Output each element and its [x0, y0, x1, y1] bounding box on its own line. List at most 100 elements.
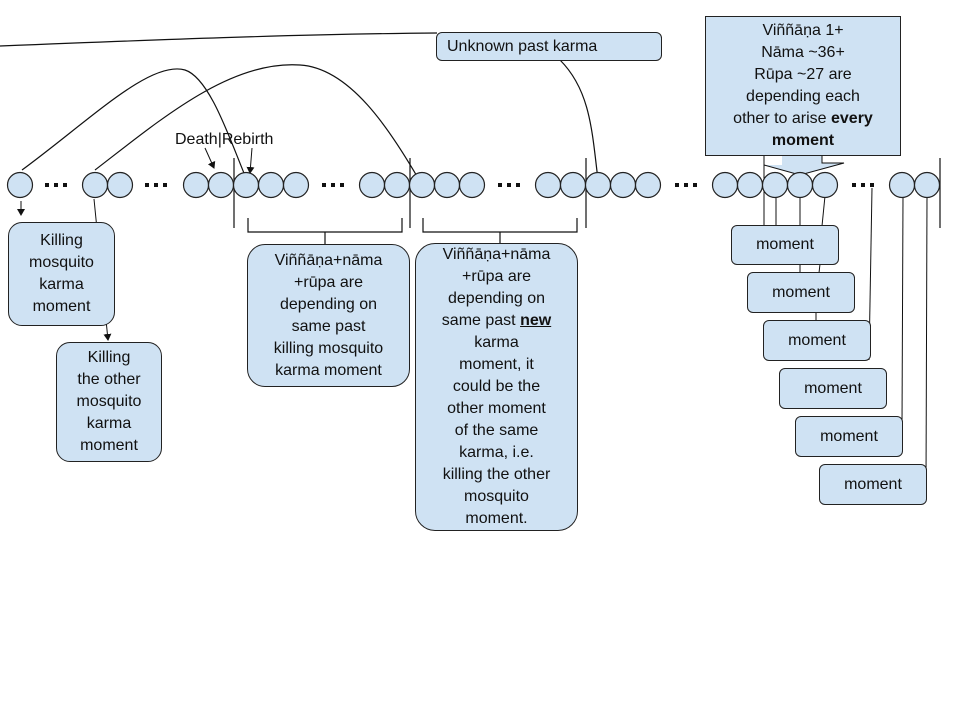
ellipsis-dot: [322, 183, 326, 187]
arc-karma-to-rebirth: [21, 68, 247, 179]
moment-box: moment: [779, 368, 887, 409]
ellipsis-dot: [852, 183, 856, 187]
callout-emphasis: moment: [771, 132, 835, 149]
moment-circle: [609, 171, 637, 199]
moment-circle: [433, 171, 461, 199]
unknown-past-karma-box: Unknown past karma: [436, 32, 662, 61]
box-line: moment: [32, 298, 91, 315]
moment-circle: [559, 171, 587, 199]
moment-circle: [584, 171, 612, 199]
ellipsis-dot: [861, 183, 865, 187]
moment-connector: [821, 195, 826, 227]
box-line: mosquito: [29, 254, 94, 271]
box-line: Viññāṇa+nāma: [442, 246, 551, 263]
same-past-karma-box: Viññāṇa+nāma +rūpa are depending on same…: [247, 244, 410, 387]
moment-label: moment: [788, 331, 846, 349]
moment-box: moment: [795, 416, 903, 457]
moment-circle: [408, 171, 436, 199]
ellipsis-dot: [507, 183, 511, 187]
callout-line: Viññāṇa 1+: [762, 22, 844, 39]
moment-circle: [786, 171, 814, 199]
ellipsis-dots: [145, 183, 167, 187]
box-line: depending on: [280, 295, 377, 313]
ellipsis-dot: [684, 183, 688, 187]
moment-circle: [711, 171, 739, 199]
moment-circle: [634, 171, 662, 199]
box-line: karma, i.e.: [459, 444, 534, 461]
ellipsis-dot: [675, 183, 679, 187]
ellipsis-dots: [498, 183, 520, 187]
moment-circle: [282, 171, 310, 199]
moment-circle: [6, 171, 34, 199]
box-line: same past: [291, 317, 366, 335]
ellipsis-dots: [45, 183, 67, 187]
box-line: karma: [86, 415, 132, 432]
connector-unknown-karma-left: [0, 32, 438, 47]
new-emphasis: new: [520, 312, 552, 329]
callout-tail: [764, 155, 844, 175]
box-line: other moment: [447, 400, 546, 417]
ellipsis-dot: [693, 183, 697, 187]
ellipsis-dot: [331, 183, 335, 187]
box-line-prefix: same past: [441, 312, 521, 329]
box-line: +rūpa are: [294, 273, 363, 291]
death-arrow: [204, 147, 216, 169]
ellipsis-dot: [54, 183, 58, 187]
moment-circle: [888, 171, 916, 199]
ellipsis-dot: [340, 183, 344, 187]
moment-circle: [811, 171, 839, 199]
death-rebirth-label: Death|Rebirth: [175, 131, 274, 148]
ellipsis-dot: [870, 183, 874, 187]
box-line: the other: [77, 371, 141, 388]
unknown-past-karma-text: Unknown past karma: [447, 37, 598, 55]
moment-connector: [901, 195, 904, 427]
ellipsis-dot: [145, 183, 149, 187]
moment-circle: [182, 171, 210, 199]
moment-box: moment: [731, 225, 839, 265]
callout-line: depending each: [746, 88, 860, 105]
moment-circle: [358, 171, 386, 199]
moment-connector: [818, 263, 821, 274]
box-line: Viññāṇa+nāma: [274, 251, 383, 269]
box-line: karma: [39, 276, 84, 293]
moment-label: moment: [844, 475, 902, 493]
arc-other-karma-to-next-life: [94, 64, 419, 179]
box-line: killing mosquito: [273, 339, 384, 357]
moment-box: moment: [747, 272, 855, 313]
moment-circles: [6, 171, 941, 199]
callout-emphasis: every: [831, 110, 873, 127]
ellipsis-dot: [163, 183, 167, 187]
moment-circle: [207, 171, 235, 199]
ellipsis-dot: [63, 183, 67, 187]
box-line: killing the other: [442, 466, 551, 483]
moment-label: moment: [804, 379, 862, 397]
moment-circle: [383, 171, 411, 199]
box-line: mosquito: [464, 488, 529, 505]
box-line: of the same: [454, 422, 539, 439]
box-line: mosquito: [76, 393, 142, 410]
box-line: moment.: [465, 510, 528, 527]
moment-connector: [925, 195, 928, 485]
ellipsis-dots: [675, 183, 697, 187]
ellipsis-dot: [45, 183, 49, 187]
bracket-life-2: [422, 218, 578, 244]
moment-circle: [257, 171, 285, 199]
callout-line: Nāma ~36+: [761, 44, 845, 61]
new-karma-box: Viññāṇa+nāma +rūpa are depending on same…: [415, 243, 578, 531]
box-line: karma: [474, 334, 519, 351]
moment-box: moment: [819, 464, 927, 505]
box-line: could be the: [452, 378, 541, 395]
moment-circle: [761, 171, 789, 199]
moment-label: moment: [820, 427, 878, 445]
ellipsis-dot: [498, 183, 502, 187]
moment-circle: [232, 171, 260, 199]
rebirth-arrow: [246, 147, 255, 174]
box-line: moment: [80, 437, 138, 454]
callout-line: other to arise every: [733, 108, 873, 130]
box-line: moment, it: [459, 356, 534, 373]
ellipsis-dot: [154, 183, 158, 187]
ellipsis-dot: [516, 183, 520, 187]
callout-line: Rūpa ~27 are: [754, 66, 852, 83]
moment-circle: [106, 171, 134, 199]
